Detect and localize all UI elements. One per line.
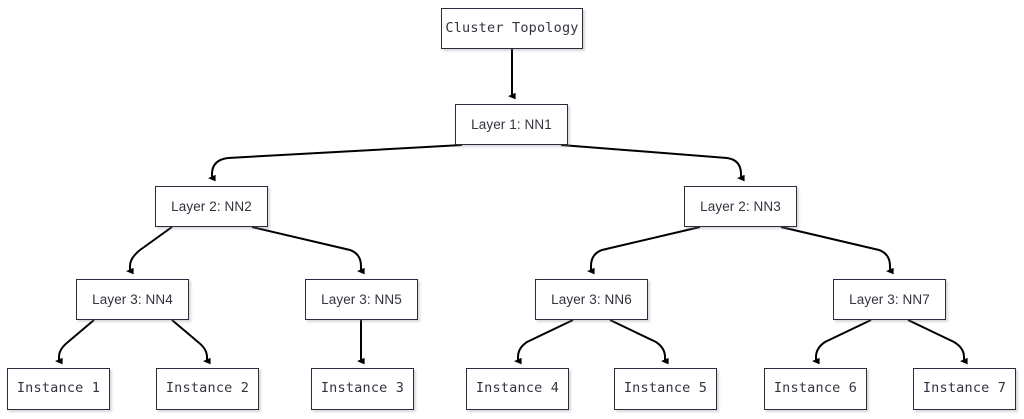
node-nn3[interactable]: Layer 2: NN3: [684, 186, 797, 227]
edge-nn2-to-nn5: [251, 226, 365, 275]
edge-nn7-to-inst6: [811, 319, 872, 365]
edge-nn6-to-inst4: [513, 319, 574, 365]
node-label-inst1: Instance 1: [16, 380, 101, 397]
node-label-nn6: Layer 3: NN6: [551, 291, 632, 307]
edge-nn3-to-nn7: [780, 226, 894, 275]
node-label-root: Cluster Topology: [445, 19, 579, 36]
edge-nn4-to-inst1: [54, 319, 95, 365]
node-label-inst5: Instance 5: [623, 380, 708, 397]
node-inst6[interactable]: Instance 6: [764, 368, 867, 410]
edge-nn6-to-inst5: [609, 319, 669, 365]
node-nn6[interactable]: Layer 3: NN6: [535, 279, 648, 320]
node-label-inst4: Instance 4: [475, 380, 560, 397]
node-label-nn4: Layer 3: NN4: [92, 291, 173, 307]
node-nn1[interactable]: Layer 1: NN1: [455, 104, 568, 145]
node-inst5[interactable]: Instance 5: [614, 368, 717, 410]
node-inst1[interactable]: Instance 1: [7, 368, 110, 410]
node-label-inst2: Instance 2: [165, 380, 250, 397]
edge-nn1-to-nn2: [207, 144, 463, 182]
node-inst7[interactable]: Instance 7: [913, 368, 1016, 410]
edge-nn1-to-nn3: [560, 144, 745, 182]
node-label-inst3: Instance 3: [320, 380, 405, 397]
node-label-nn3: Layer 2: NN3: [700, 198, 781, 214]
node-label-nn1: Layer 1: NN1: [471, 116, 552, 132]
node-nn5[interactable]: Layer 3: NN5: [305, 279, 418, 320]
node-inst3[interactable]: Instance 3: [311, 368, 414, 410]
edge-nn4-to-inst2: [171, 319, 211, 365]
node-label-inst6: Instance 6: [773, 380, 858, 397]
node-root[interactable]: Cluster Topology: [441, 8, 583, 49]
node-inst4[interactable]: Instance 4: [466, 368, 569, 410]
edge-nn7-to-inst7: [907, 319, 968, 365]
node-nn7[interactable]: Layer 3: NN7: [833, 279, 946, 320]
node-label-nn2: Layer 2: NN2: [171, 198, 252, 214]
node-label-nn5: Layer 3: NN5: [321, 291, 402, 307]
node-inst2[interactable]: Instance 2: [156, 368, 259, 410]
node-nn2[interactable]: Layer 2: NN2: [155, 186, 268, 227]
node-label-inst7: Instance 7: [922, 380, 1007, 397]
edge-nn2-to-nn4: [125, 226, 173, 275]
node-nn4[interactable]: Layer 3: NN4: [76, 279, 189, 320]
edge-nn3-to-nn6: [586, 226, 701, 275]
node-label-nn7: Layer 3: NN7: [849, 291, 930, 307]
